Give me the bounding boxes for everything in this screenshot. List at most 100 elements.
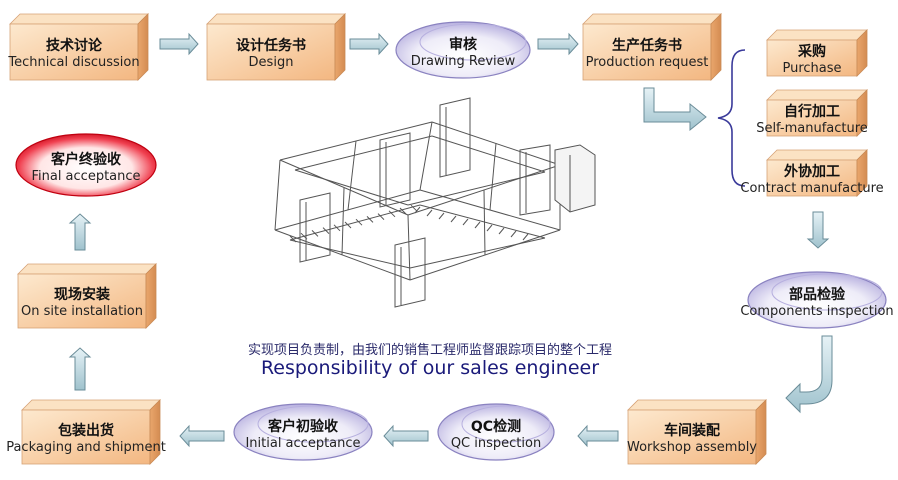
label-zh-production: 生产任务书 [612, 38, 682, 54]
ellipse-qc [437, 403, 555, 461]
box-front-onsite [17, 273, 147, 329]
arrow-workshop-to-qc [577, 424, 619, 448]
box-side-purchase [856, 29, 868, 77]
box-top-onsite [17, 263, 157, 275]
conveyor-line-drawing [274, 97, 596, 308]
ellipse-ring-review [419, 23, 527, 61]
node-design [206, 13, 346, 81]
label-zh-qc: QC检测 [470, 419, 522, 435]
node-workshop [627, 399, 767, 465]
box-side-design [334, 13, 346, 81]
rail-2-0 [274, 189, 421, 231]
post-4 [347, 140, 357, 211]
flow-arrows [68, 32, 833, 448]
roller-b-3 [450, 215, 457, 223]
box-side-workshop [755, 399, 767, 465]
rail-3-2 [409, 237, 546, 269]
arrow-review-to-production [537, 32, 579, 56]
label-en-onsite: On site installation [21, 304, 143, 319]
label-en-components: Components inspection [740, 304, 894, 319]
label-zh-contract: 外协加工 [784, 164, 840, 180]
box-top-packaging [21, 399, 161, 411]
box-top-design [206, 13, 346, 25]
rail-3-1 [419, 204, 546, 239]
roller-b-0 [414, 206, 421, 214]
rail-0-3 [279, 159, 409, 216]
station-frame-1 [379, 132, 411, 208]
roller-b-1 [426, 209, 433, 217]
box-side-technical [137, 13, 149, 81]
box-top-technical [9, 13, 149, 25]
roller-b-5 [474, 221, 481, 229]
box-side-self [856, 89, 868, 137]
ellipse-ring-initial [257, 405, 369, 443]
box-front-workshop [627, 409, 757, 465]
label-en-production: Production request [585, 55, 709, 70]
label-en-qc: QC inspection [450, 436, 542, 451]
ellipse-components [747, 271, 887, 329]
box-front-contract [766, 159, 858, 197]
label-zh-workshop: 车间装配 [664, 423, 720, 439]
station-frame-4 [299, 192, 331, 263]
label-zh-onsite: 现场安装 [54, 287, 110, 303]
box-front-production [582, 23, 712, 81]
post-1 [419, 121, 433, 191]
arrow-initial-to-packaging [179, 424, 225, 448]
post-7 [483, 189, 486, 256]
label-en-workshop: Workshop assembly [627, 440, 757, 455]
roller-b-9 [522, 233, 529, 241]
arrow-contract-to-components [806, 211, 830, 249]
roller-0 [289, 235, 297, 243]
post-3 [407, 214, 411, 281]
roller-4 [333, 224, 341, 232]
node-initial [233, 403, 373, 461]
roller-b-8 [510, 230, 517, 238]
rail-3-0 [289, 204, 421, 241]
roller-b-7 [498, 227, 505, 235]
label-zh-packaging: 包装出货 [58, 423, 114, 439]
box-top-workshop [627, 399, 767, 411]
label-en-self: Self-manufacture [756, 121, 868, 136]
rail-1-2 [407, 171, 546, 206]
station-frame-0 [439, 97, 471, 178]
node-components [747, 271, 887, 329]
label-en-packaging: Packaging and shipment [6, 440, 166, 455]
caption-english: Responsibility of our sales engineer [260, 357, 600, 379]
roller-10 [399, 207, 407, 215]
label-en-purchase: Purchase [782, 61, 842, 76]
roller-b-2 [438, 212, 445, 220]
node-final [15, 133, 157, 197]
roller-1 [300, 232, 308, 240]
node-review [395, 21, 531, 79]
rail-1-0 [294, 135, 433, 171]
brace-manufacture-options [717, 49, 746, 187]
ellipse-ring-qc [461, 405, 551, 443]
box-side-onsite [145, 263, 157, 329]
arrow-production-to-manufacture [643, 87, 707, 132]
roller-7 [366, 216, 374, 223]
control-cabinet [554, 144, 596, 213]
rail-1-3 [294, 169, 409, 206]
node-contract [766, 149, 868, 197]
arrow-components-to-workshop [785, 335, 833, 414]
label-en-design: Design [248, 55, 294, 70]
label-zh-self: 自行加工 [784, 104, 840, 120]
roller-5 [344, 221, 352, 229]
box-front-design [206, 23, 336, 81]
arrow-packaging-to-onsite [68, 347, 92, 391]
label-en-final: Final acceptance [31, 169, 141, 184]
label-en-contract: Contract manufacture [740, 181, 884, 196]
label-zh-purchase: 采购 [798, 44, 826, 60]
label-zh-initial: 客户初验收 [268, 419, 338, 435]
label-zh-components: 部品检验 [789, 287, 845, 303]
